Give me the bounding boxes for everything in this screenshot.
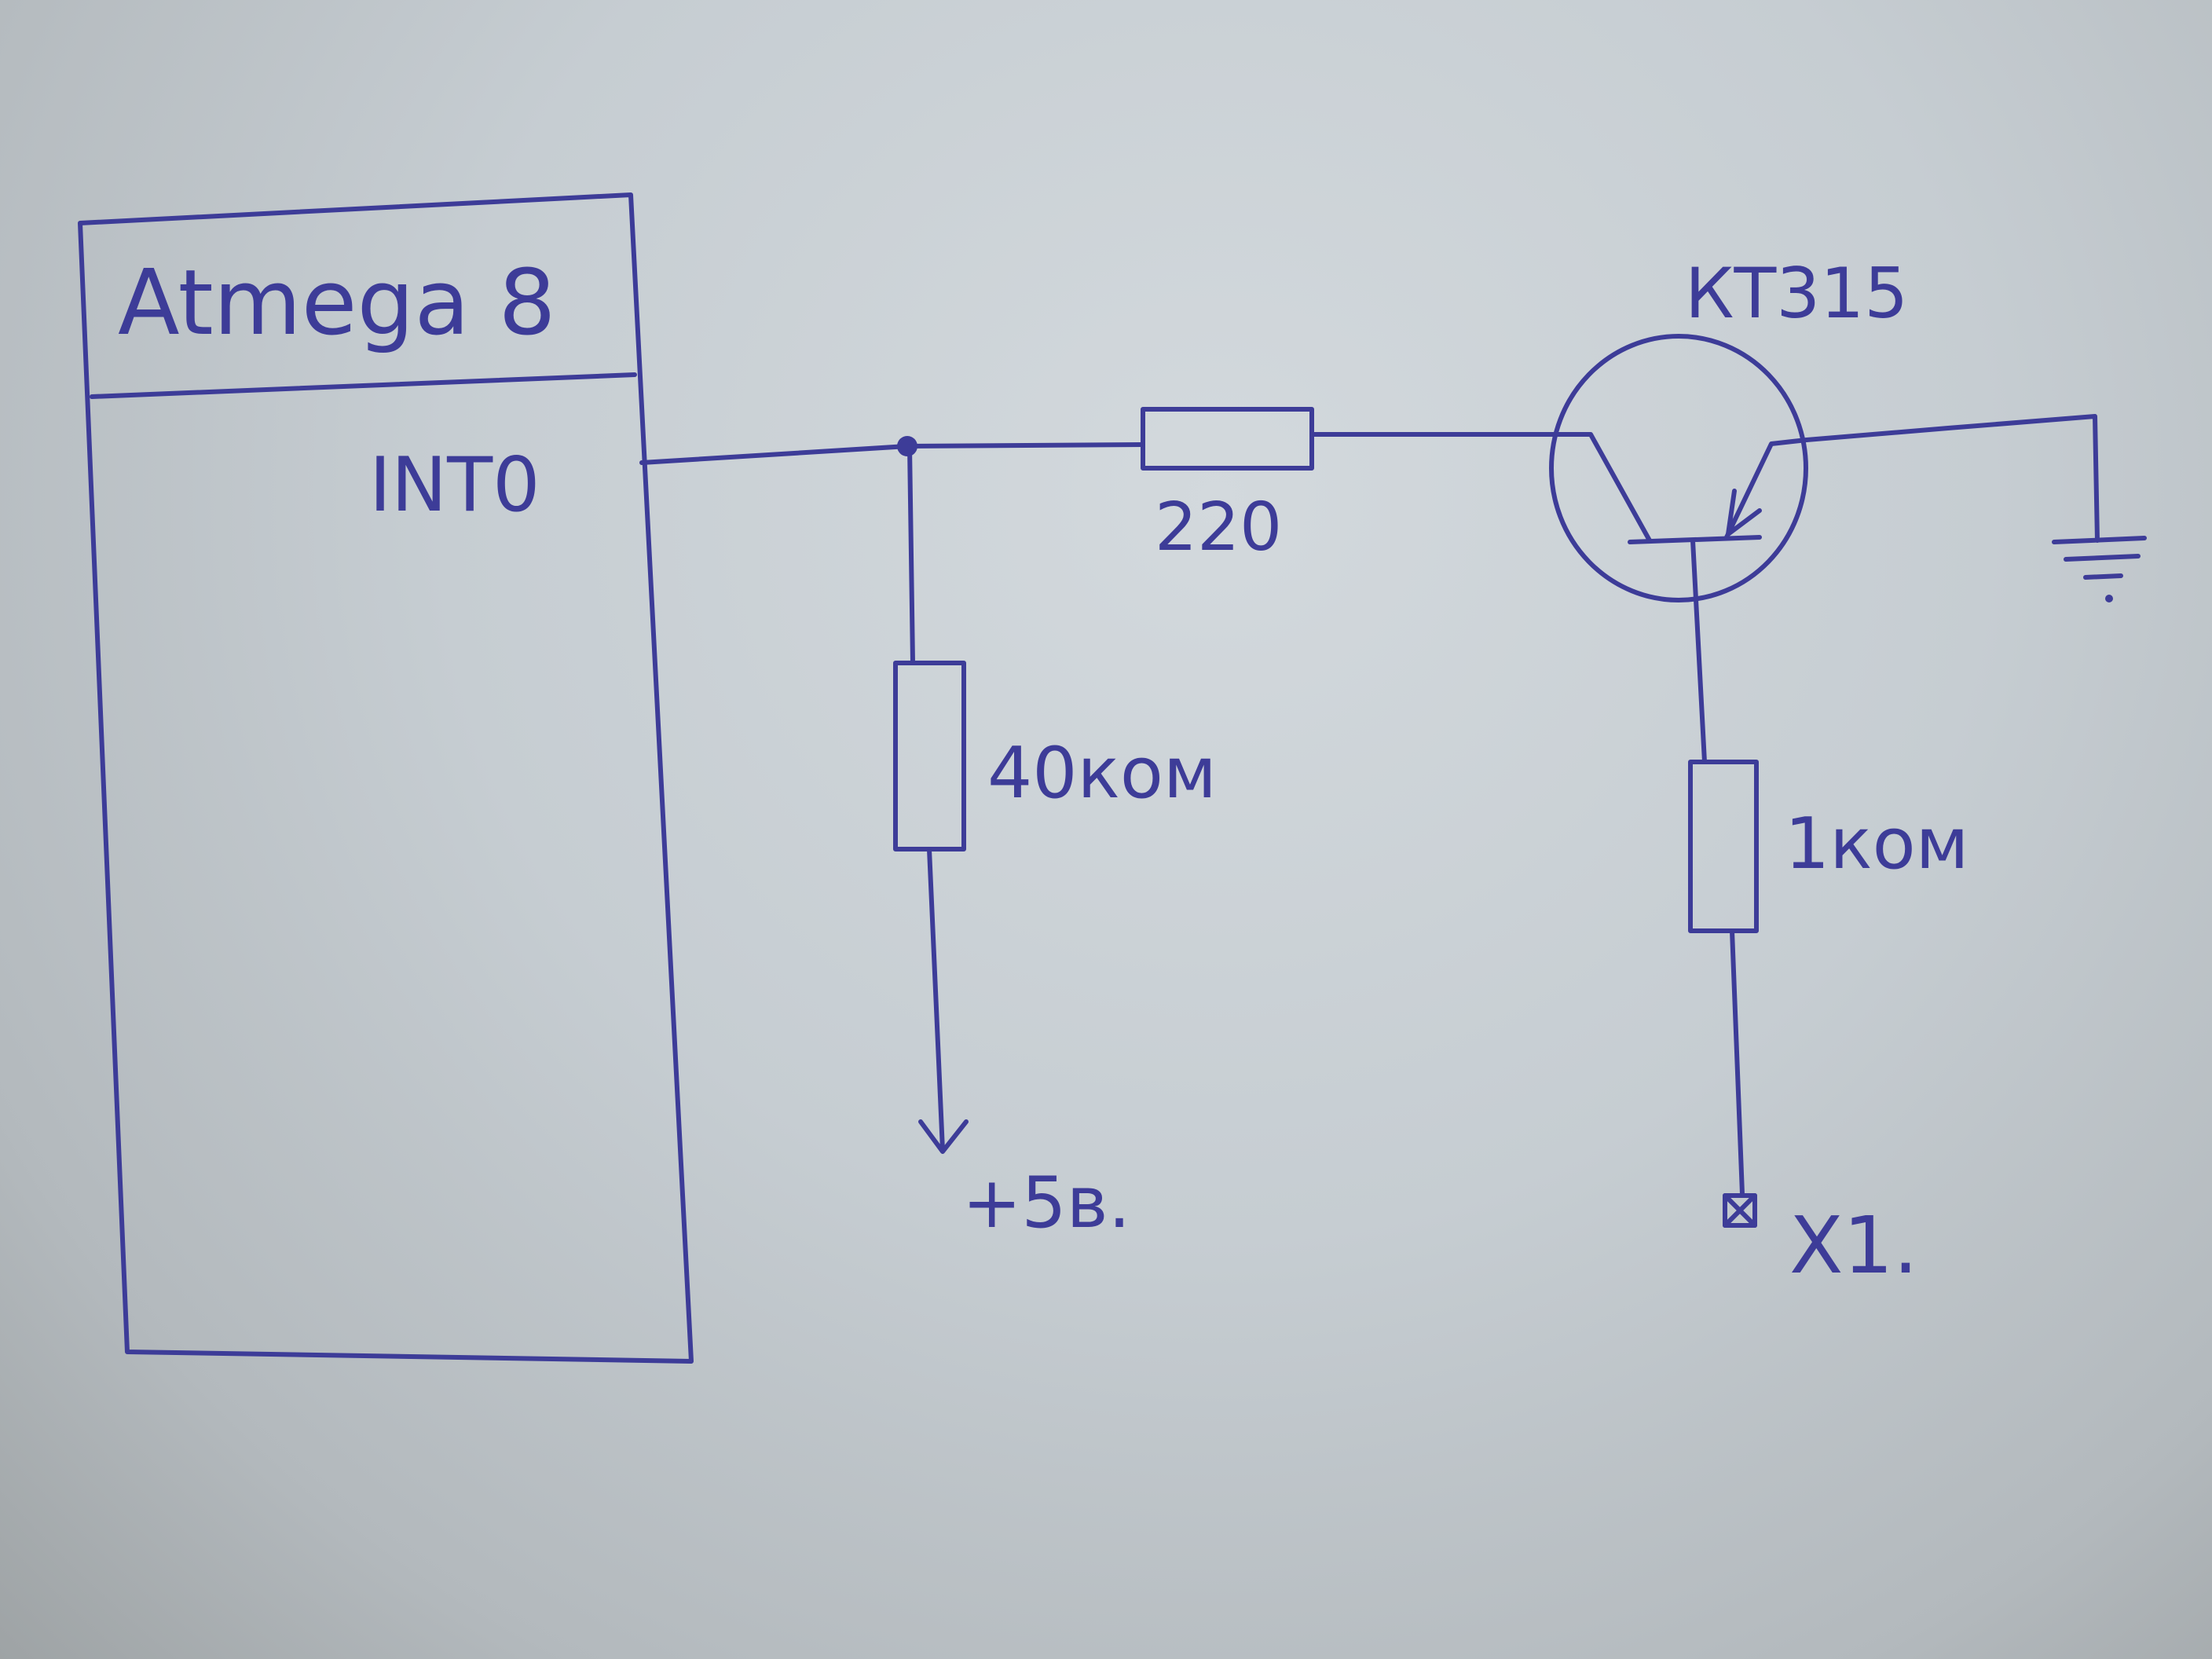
supply-label: +5в. bbox=[962, 1162, 1130, 1244]
terminal-label: X1. bbox=[1789, 1199, 1918, 1291]
resistor-220-label: 220 bbox=[1155, 489, 1282, 566]
pin-label: INT0 bbox=[369, 442, 540, 529]
resistor-40k: 40ком +5в. bbox=[893, 444, 1217, 1244]
transistor-kt315: КТ315 bbox=[1549, 253, 1908, 764]
resistor-40k-label: 40ком bbox=[987, 732, 1217, 815]
wire-int0 bbox=[639, 442, 1145, 465]
terminal-x1: X1. bbox=[1723, 1193, 1918, 1291]
transistor-label: КТ315 bbox=[1685, 253, 1908, 334]
ground-icon bbox=[1804, 414, 2147, 602]
microcontroller-block: Atmega 8 INT0 bbox=[78, 192, 694, 1364]
mcu-name: Atmega 8 bbox=[118, 251, 556, 356]
resistor-220: 220 bbox=[1141, 407, 1554, 566]
resistor-1k-label: 1ком bbox=[1785, 803, 1969, 885]
resistor-1k: 1ком bbox=[1688, 760, 1969, 1196]
